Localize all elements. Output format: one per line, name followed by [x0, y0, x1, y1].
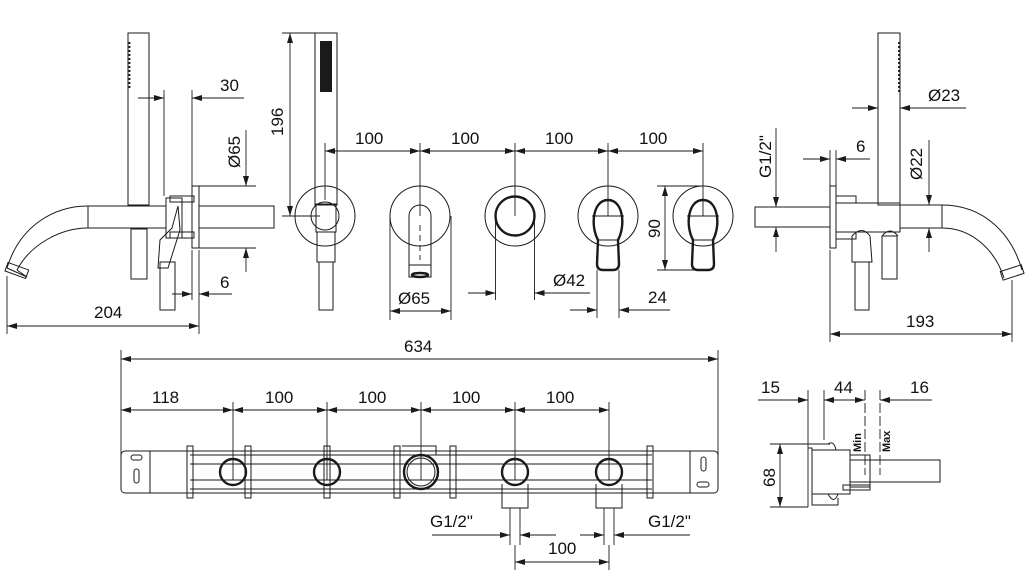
dim-label-100-inlet: 100 [548, 539, 576, 558]
dim-label-100-c: 100 [545, 129, 573, 148]
dim-label-100-b2: 100 [358, 388, 386, 407]
left-side-view: 30 Ø65 6 204 [4, 32, 275, 334]
dim-label-16: 16 [910, 378, 929, 397]
dim-label-6-right: 6 [856, 137, 865, 156]
dim-label-100-b3: 100 [452, 388, 480, 407]
dim-label-100-d: 100 [639, 129, 667, 148]
shower-spray-holes [320, 41, 332, 92]
dim-label-100-a: 100 [355, 129, 383, 148]
section-view: 15 44 16 Min Max 68 [758, 378, 941, 508]
label-max: Max [881, 430, 893, 452]
dim-label-15: 15 [761, 378, 780, 397]
wall-pipe [198, 205, 275, 229]
hand-shower-front [294, 32, 356, 311]
dim-label-dia65-front: Ø65 [398, 289, 430, 308]
port-3-diverter [402, 453, 440, 491]
wall-rosette [191, 185, 200, 249]
dim-label-dia22: Ø22 [907, 148, 926, 180]
port-2 [312, 457, 342, 487]
right-side-view: Ø23 G1/2" 6 Ø22 193 [754, 32, 1025, 342]
dim-label-100-b4: 100 [546, 388, 574, 407]
port-4 [500, 457, 530, 487]
concealed-body-view: 634 118 100 100 100 100 [120, 337, 719, 570]
dim-label-30: 30 [220, 76, 239, 95]
dim-label-g12-left: G1/2" [430, 512, 473, 531]
dim-label-100-b: 100 [451, 129, 479, 148]
spout-right [900, 204, 1023, 279]
dim-label-g12-right-body: G1/2" [648, 512, 691, 531]
dim-label-dia23: Ø23 [928, 86, 960, 105]
mounting-rail [120, 445, 719, 499]
dim-label-dia42: Ø42 [553, 271, 585, 290]
port-1 [218, 457, 248, 487]
label-min: Min [852, 433, 864, 452]
dim-label-634: 634 [404, 337, 432, 356]
front-view: 196 100 100 10 [268, 32, 734, 320]
dim-label-dia65-left: Ø65 [225, 136, 244, 168]
mixer-lever-1 [577, 185, 639, 272]
port-5 [594, 457, 624, 487]
dim-label-44: 44 [834, 378, 853, 397]
dim-label-24: 24 [648, 288, 667, 307]
shower-nozzle-dots [128, 41, 131, 89]
dim-label-g12-right: G1/2" [756, 135, 775, 178]
dim-label-68: 68 [760, 468, 779, 487]
hand-shower-right [877, 32, 901, 206]
dim-label-193: 193 [906, 312, 934, 331]
dim-label-118: 118 [152, 388, 179, 407]
diverter-lever [157, 205, 181, 269]
shower-nozzle-dots-right [897, 41, 901, 93]
spout [6, 205, 167, 271]
dim-label-6-left: 6 [220, 273, 229, 292]
dim-label-204: 204 [94, 303, 122, 322]
hand-shower [127, 32, 150, 206]
dim-label-90: 90 [645, 219, 664, 238]
dim-label-100-b1: 100 [265, 388, 293, 407]
dim-label-196: 196 [268, 108, 287, 136]
